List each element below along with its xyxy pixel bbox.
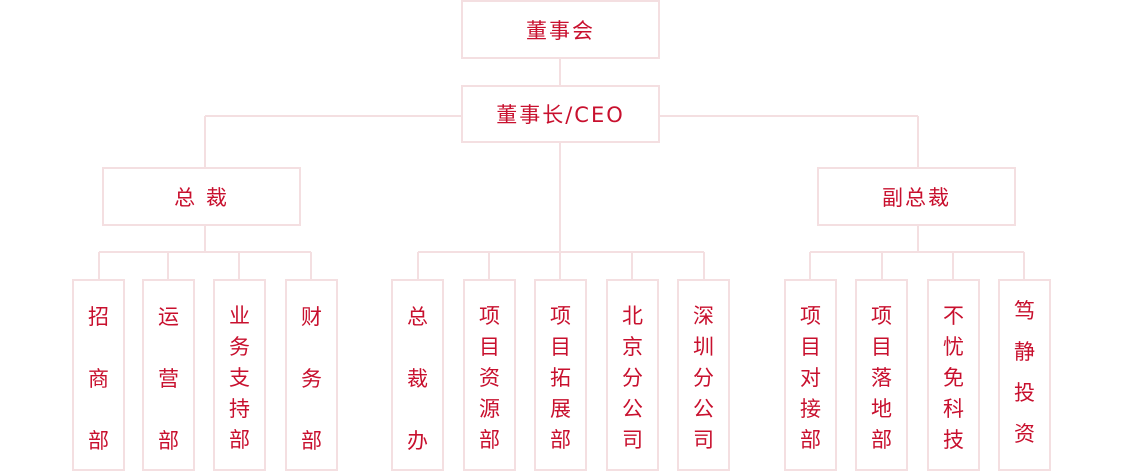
dept-box-yewuzhichi: 业务支持部 (213, 279, 266, 471)
vice-president-label: 副总裁 (882, 185, 951, 210)
dept-box-zongcaiban: 总裁办 (391, 279, 444, 471)
board-box: 董事会 (461, 0, 660, 59)
dept-box-shenzhen: 深圳分公司 (677, 279, 730, 471)
dept-label: 招商部 (88, 305, 109, 453)
dept-label: 总裁办 (407, 305, 428, 453)
dept-box-xiangmuluodi: 项目落地部 (855, 279, 908, 471)
dept-box-xiangmuduijie: 项目对接部 (784, 279, 837, 471)
dept-box-beijing: 北京分公司 (606, 279, 659, 471)
dept-label: 项目落地部 (871, 304, 892, 452)
president-box: 总 裁 (102, 167, 301, 226)
dept-box-buyoumian: 不忧免科技 (927, 279, 980, 471)
president-label: 总 裁 (174, 185, 229, 210)
board-label: 董事会 (526, 18, 595, 43)
dept-label: 笃静投资 (1014, 299, 1035, 446)
dept-label: 深圳分公司 (693, 304, 714, 452)
dept-label: 北京分公司 (622, 304, 643, 452)
dept-box-xiangmuziyuan: 项目资源部 (463, 279, 516, 471)
dept-label: 项目拓展部 (550, 304, 571, 452)
dept-label: 项目资源部 (479, 304, 500, 452)
dept-box-caiwu: 财务部 (285, 279, 338, 471)
dept-label: 项目对接部 (800, 304, 821, 452)
dept-label: 运营部 (158, 305, 179, 453)
dept-box-dujing: 笃静投资 (998, 279, 1051, 471)
chairman-box: 董事长/CEO (461, 85, 660, 143)
dept-box-xiangmutuozhan: 项目拓展部 (534, 279, 587, 471)
dept-box-zhaoshang: 招商部 (72, 279, 125, 471)
chairman-label: 董事长/CEO (496, 103, 625, 127)
vice-president-box: 副总裁 (817, 167, 1016, 226)
dept-label: 不忧免科技 (943, 304, 964, 452)
dept-label: 业务支持部 (229, 304, 250, 452)
dept-box-yunying: 运营部 (142, 279, 195, 471)
dept-label: 财务部 (301, 305, 322, 453)
